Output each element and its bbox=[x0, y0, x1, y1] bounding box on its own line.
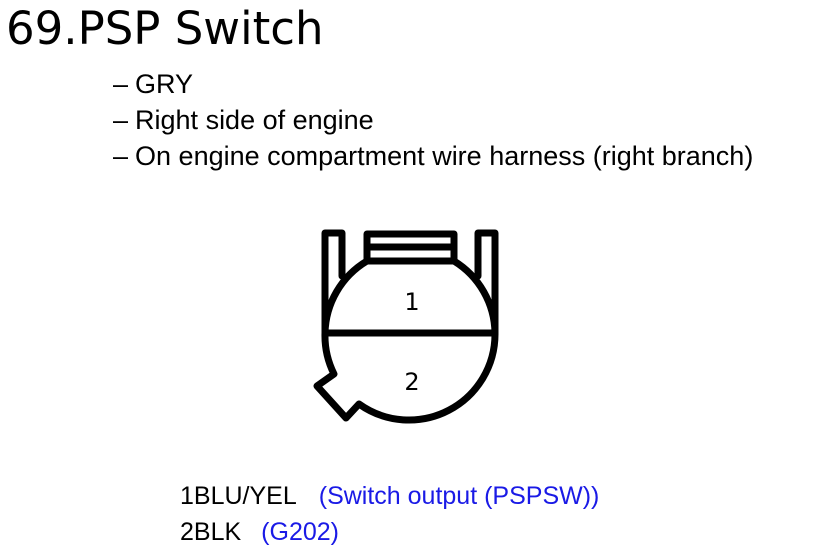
connector-upper-body bbox=[321, 257, 499, 337]
connector-lower-body bbox=[313, 329, 499, 424]
pin-description-link[interactable]: (Switch output (PSPSW)) bbox=[318, 482, 600, 510]
pin-wire-color: 1BLU/YEL bbox=[180, 482, 297, 510]
pin-description-link[interactable]: (G202) bbox=[261, 518, 339, 546]
dash: – bbox=[113, 69, 129, 99]
detail-text: On engine compartment wire harness (righ… bbox=[135, 141, 754, 171]
detail-color: –GRY bbox=[113, 66, 753, 102]
left-latch-post bbox=[321, 229, 346, 337]
cavity-2-label: 2 bbox=[404, 368, 419, 396]
dash: – bbox=[113, 105, 129, 135]
right-latch-post bbox=[474, 229, 499, 337]
pinout-list: 1BLU/YEL (Switch output (PSPSW)) 2BLK (G20… bbox=[180, 478, 599, 550]
pin-wire-color: 2BLK bbox=[180, 518, 242, 546]
detail-harness: –On engine compartment wire harness (rig… bbox=[113, 138, 753, 174]
detail-text: GRY bbox=[135, 69, 194, 99]
dash: – bbox=[113, 141, 129, 171]
detail-text: Right side of engine bbox=[135, 105, 374, 135]
pinout-row: 1BLU/YEL (Switch output (PSPSW)) bbox=[180, 478, 599, 514]
cavity-1-label: 1 bbox=[404, 288, 419, 316]
detail-location: –Right side of engine bbox=[113, 102, 753, 138]
pinout-row: 2BLK (G202) bbox=[180, 514, 599, 550]
page-title: 69.PSP Switch bbox=[6, 2, 324, 55]
connector-details-list: –GRY –Right side of engine –On engine co… bbox=[113, 66, 753, 174]
